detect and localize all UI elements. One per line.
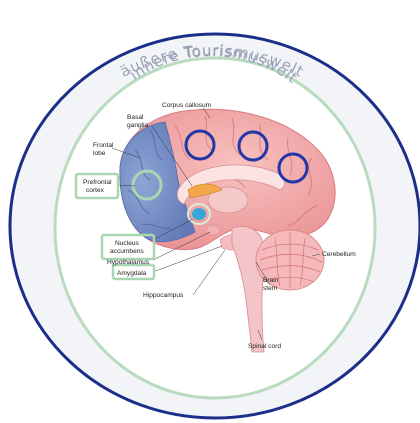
label-prefrontal-cortex-1: Prefrontal [83, 179, 112, 186]
label-hypothalamus: Hypothalamus [107, 259, 150, 266]
hypothalamus [206, 225, 220, 235]
label-corpus-callosum: Corpus callosum [162, 102, 212, 109]
label-hippocampus: Hippocampus [143, 292, 184, 299]
label-amygdala: Amygdala [117, 270, 147, 277]
label-prefrontal-cortex-2: cortex [86, 187, 105, 194]
label-frontal-lobe-2: lobe [93, 150, 106, 157]
label-basal-ganglia-1: Basal [127, 114, 144, 121]
label-brain-stem-2: stem [263, 285, 278, 292]
label-brain-stem-1: Brain [263, 277, 279, 284]
label-spinal-cord: Spinal cord [248, 343, 281, 350]
label-nucleus-accumbens-1: Nucleus [115, 240, 140, 247]
label-frontal-lobe-1: Frontal [93, 142, 114, 149]
label-nucleus-accumbens-2: accumbens [110, 248, 144, 255]
nucleus-accumbens [192, 208, 206, 220]
label-basal-ganglia-2: ganglia [127, 122, 149, 129]
label-cerebellum: Cerebellum [322, 251, 356, 258]
